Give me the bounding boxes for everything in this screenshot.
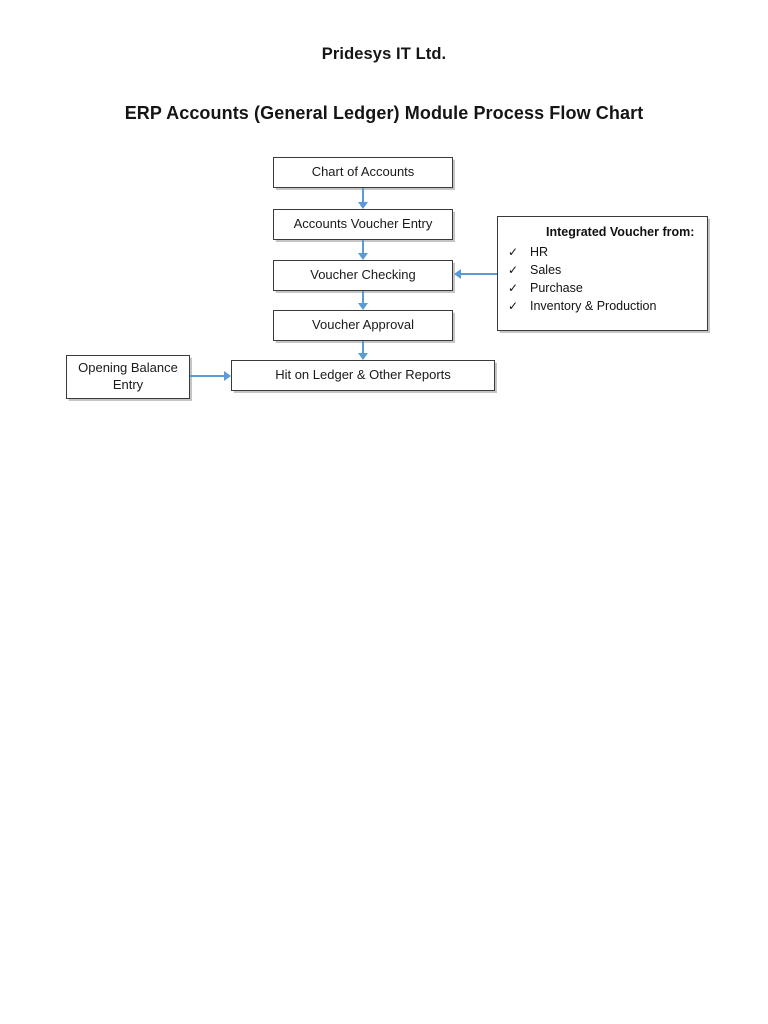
integrated-voucher-panel-title: Integrated Voucher from:	[546, 225, 695, 239]
list-item-label: Inventory & Production	[530, 299, 657, 314]
integrated-voucher-panel[interactable]: Integrated Voucher from: ✓ HR ✓ Sales ✓ …	[497, 216, 708, 331]
connector-chart-to-voucher-entry	[361, 188, 364, 203]
arrowhead-down-icon	[357, 202, 368, 209]
chart-title: ERP Accounts (General Ledger) Module Pro…	[124, 103, 644, 123]
list-item[interactable]: ✓ HR	[508, 243, 697, 261]
arrowhead-right-icon	[224, 370, 231, 381]
flow-node-chart-of-accounts[interactable]: Chart of Accounts	[273, 157, 453, 188]
connector-panel-to-voucher-checking	[461, 272, 497, 275]
list-item-label: Sales	[530, 263, 562, 278]
check-icon: ✓	[508, 281, 519, 296]
flow-node-voucher-approval[interactable]: Voucher Approval	[273, 310, 453, 341]
check-icon: ✓	[508, 299, 519, 314]
flow-node-label: Accounts Voucher Entry	[293, 216, 433, 232]
flow-node-label: Chart of Accounts	[311, 164, 415, 180]
arrowhead-down-icon	[357, 303, 368, 310]
list-item-label: HR	[530, 245, 549, 260]
flow-node-label: Voucher Checking	[310, 267, 416, 283]
connector-opening-balance-to-ledger	[190, 374, 224, 377]
list-item[interactable]: ✓ Inventory & Production	[508, 297, 697, 315]
arrowhead-down-icon	[357, 253, 368, 260]
integrated-voucher-source-list: ✓ HR ✓ Sales ✓ Purchase ✓ Inventory & Pr…	[508, 243, 697, 315]
flow-node-hit-on-ledger[interactable]: Hit on Ledger & Other Reports	[231, 360, 495, 391]
arrowhead-down-icon	[357, 353, 368, 360]
connector-approval-to-ledger	[361, 341, 364, 354]
flow-node-label-line-1: Opening Balance	[78, 360, 178, 376]
check-icon: ✓	[508, 245, 519, 260]
flow-node-accounts-voucher-entry[interactable]: Accounts Voucher Entry	[273, 209, 453, 240]
list-item[interactable]: ✓ Purchase	[508, 279, 697, 297]
flow-node-label: Voucher Approval	[312, 317, 414, 333]
connector-checking-to-approval	[361, 291, 364, 304]
arrowhead-left-icon	[454, 268, 461, 279]
flow-node-voucher-checking[interactable]: Voucher Checking	[273, 260, 453, 291]
list-item[interactable]: ✓ Sales	[508, 261, 697, 279]
page-title: Pridesys IT Ltd.	[321, 45, 447, 63]
flow-node-label: Opening Balance Entry	[78, 360, 178, 393]
connector-voucher-entry-to-checking	[361, 240, 364, 254]
list-item-label: Purchase	[530, 281, 583, 296]
check-icon: ✓	[508, 263, 519, 278]
flow-node-label-line-2: Entry	[112, 377, 144, 392]
flow-node-label: Hit on Ledger & Other Reports	[275, 367, 451, 383]
flow-node-opening-balance-entry[interactable]: Opening Balance Entry	[66, 355, 190, 399]
